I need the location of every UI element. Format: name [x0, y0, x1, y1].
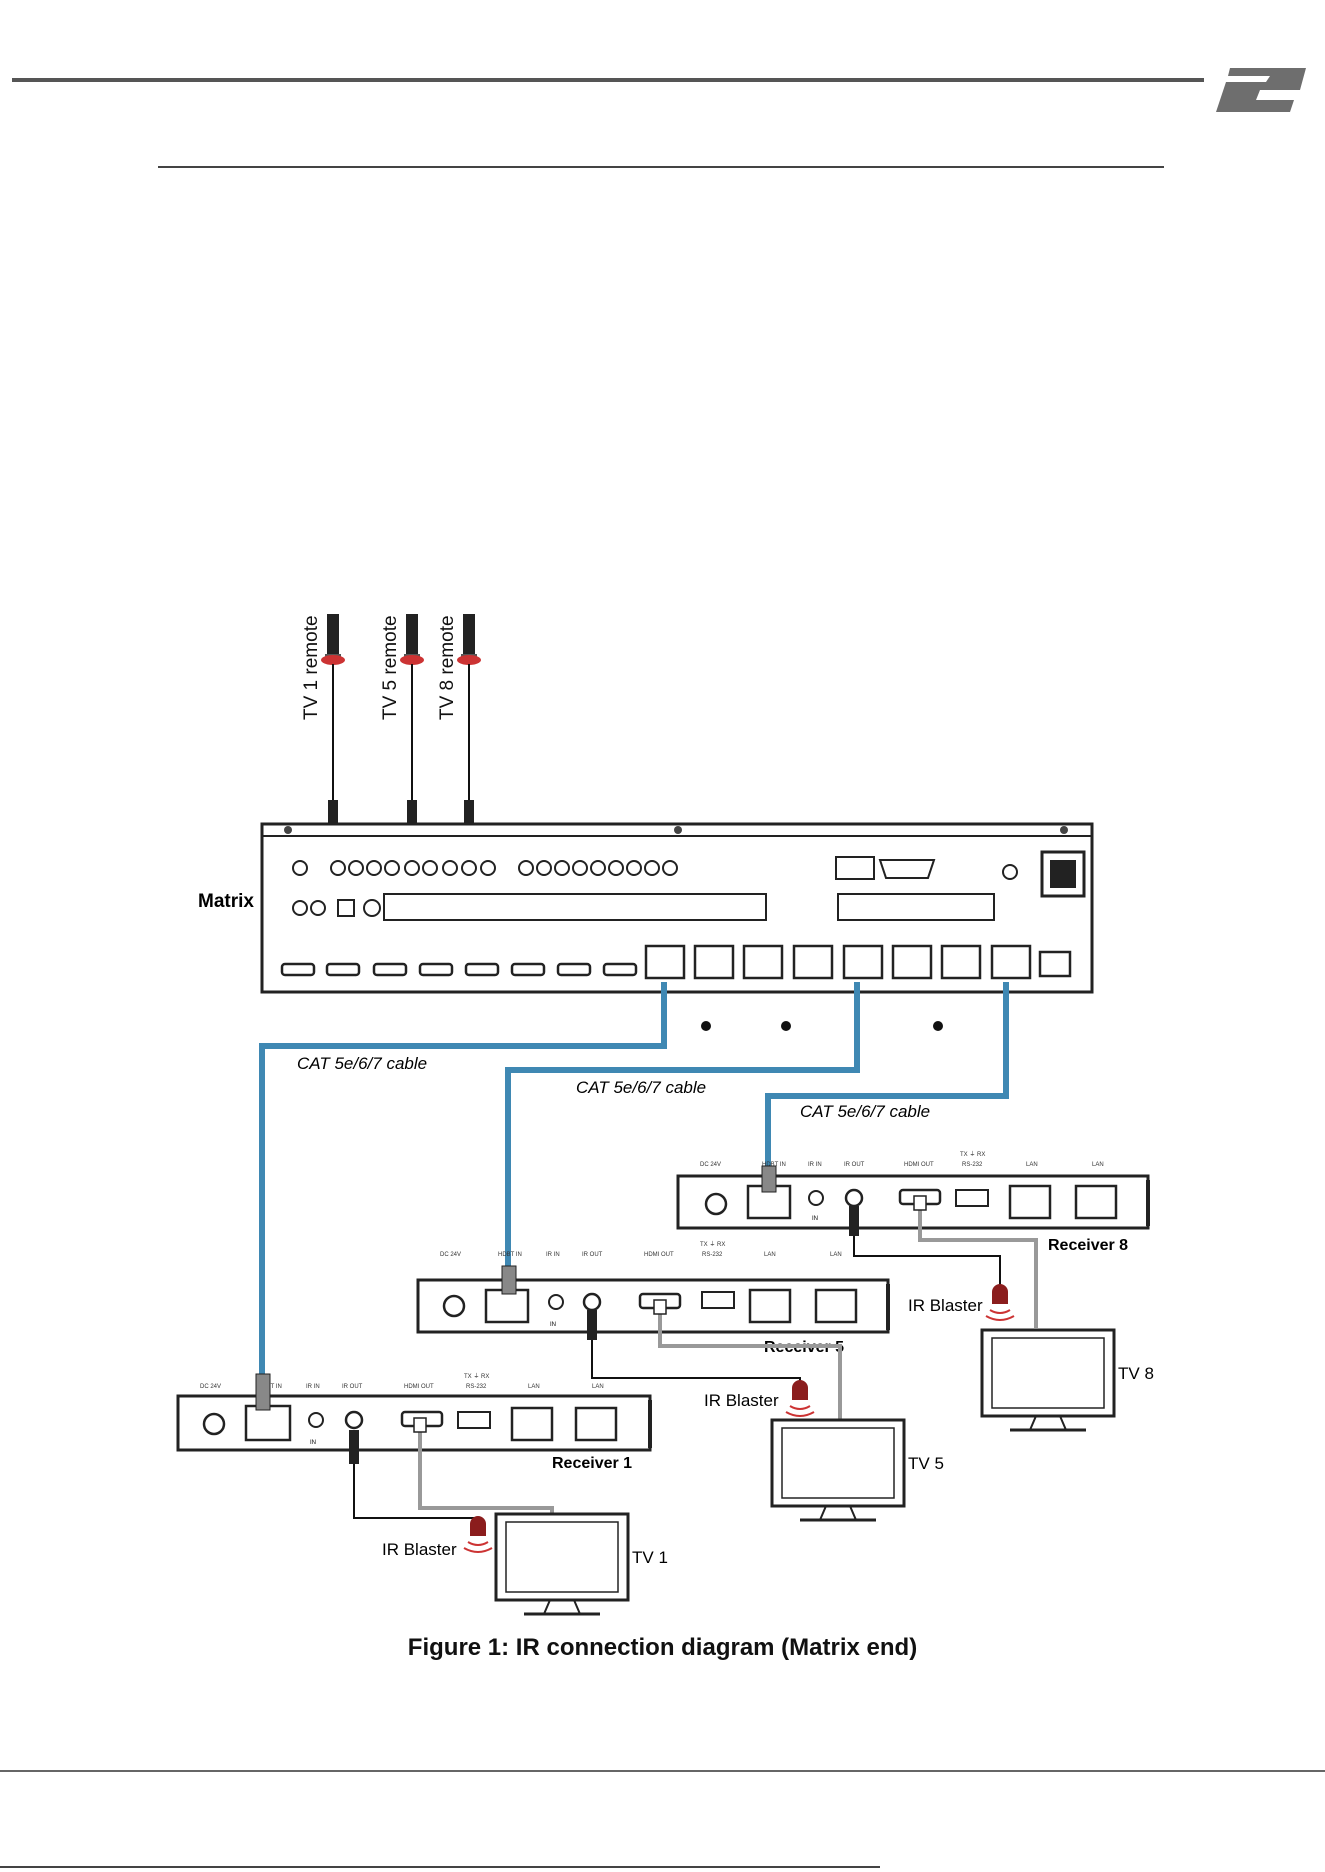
receiver-8: DC 24V HDBT IN IR IN IR OUT HDMI OUT TX … [676, 1151, 1150, 1230]
section-rule [158, 166, 1164, 168]
receiver-5: DC 24V HDBT IN IR IN IR OUT HDMI OUT TX … [416, 1241, 890, 1334]
svg-text:HDBT IN: HDBT IN [498, 1252, 522, 1258]
matrix-label: Matrix [198, 891, 254, 912]
remote-label-tv8: TV 8 remote [437, 615, 458, 720]
svg-text:LAN: LAN [830, 1252, 842, 1258]
svg-text:RS-232: RS-232 [702, 1252, 723, 1258]
header-rule [12, 78, 1204, 82]
svg-text:IN: IN [310, 1440, 316, 1446]
remote-label-tv5: TV 5 remote [380, 615, 401, 720]
cable-label-receiver5: CAT 5e/6/7 cable [576, 1078, 706, 1097]
svg-text:IR IN: IR IN [808, 1162, 822, 1168]
svg-text:LAN: LAN [528, 1384, 540, 1390]
cat-cable-receiver5 [505, 982, 860, 1266]
footer-rule [0, 1770, 1325, 1772]
svg-text:IN: IN [550, 1322, 556, 1328]
svg-text:LAN: LAN [764, 1252, 776, 1258]
svg-text:IR IN: IR IN [546, 1252, 560, 1258]
continuation-dot [701, 1021, 711, 1031]
svg-text:DC 24V: DC 24V [200, 1384, 221, 1390]
svg-text:RS-232: RS-232 [962, 1162, 983, 1168]
matrix-device [260, 822, 1094, 994]
remote-eye-tv8 [457, 614, 481, 832]
cat-cable-receiver8 [765, 982, 1009, 1166]
continuation-dot [781, 1021, 791, 1031]
blaster-label-1: IR Blaster [382, 1540, 457, 1559]
continuation-dot [933, 1021, 943, 1031]
cable-label-receiver8: CAT 5e/6/7 cable [800, 1102, 930, 1121]
svg-text:HDBT IN: HDBT IN [762, 1162, 786, 1168]
remote-eye-tv1 [321, 614, 345, 832]
svg-text:TX ⏚ RX: TX ⏚ RX [464, 1373, 489, 1380]
tv-label-5: TV 5 [908, 1454, 944, 1473]
footer-rule-lower [0, 1866, 880, 1868]
svg-text:LAN: LAN [1026, 1162, 1038, 1168]
matrix-hdbt-outputs [644, 944, 1072, 980]
cat-cable-receiver1 [259, 982, 667, 1374]
cable-label-receiver1: CAT 5e/6/7 cable [297, 1054, 427, 1073]
remote-label-tv1: TV 1 remote [301, 615, 322, 720]
tv-1 [494, 1512, 630, 1616]
svg-text:HDMI OUT: HDMI OUT [904, 1162, 934, 1168]
svg-text:TX ⏚ RX: TX ⏚ RX [960, 1151, 985, 1158]
figure-caption: Figure 1: IR connection diagram (Matrix … [407, 1634, 918, 1661]
matrix-audio-row [292, 893, 995, 921]
matrix-hdmi-inputs [280, 962, 638, 977]
tv-label-8: TV 8 [1118, 1364, 1154, 1383]
svg-text:IR OUT: IR OUT [844, 1162, 865, 1168]
receiver-label-1: Receiver 1 [552, 1455, 632, 1472]
receiver-1: DC 24V HDBT IN IR IN IR OUT HDMI OUT TX … [176, 1373, 652, 1452]
svg-text:LAN: LAN [592, 1384, 604, 1390]
blaster-label-5: IR Blaster [704, 1391, 779, 1410]
hdmi-cables [418, 1204, 1038, 1514]
tv-label-1: TV 1 [632, 1548, 668, 1567]
receiver-label-8: Receiver 8 [1048, 1237, 1128, 1254]
svg-text:RS-232: RS-232 [466, 1384, 487, 1390]
svg-text:DC 24V: DC 24V [440, 1252, 461, 1258]
svg-text:IN: IN [812, 1216, 818, 1222]
svg-text:HDMI OUT: HDMI OUT [404, 1384, 434, 1390]
remote-eye-tv5 [400, 614, 424, 832]
matrix-ir-jack-row [292, 860, 678, 876]
svg-text:LAN: LAN [1092, 1162, 1104, 1168]
svg-text:HDMI OUT: HDMI OUT [644, 1252, 674, 1258]
tv-5 [770, 1418, 906, 1522]
ir-blaster-head-5 [785, 1380, 815, 1417]
svg-text:DC 24V: DC 24V [700, 1162, 721, 1168]
ir-blaster-plugs [349, 1206, 859, 1464]
blaster-label-8: IR Blaster [908, 1296, 983, 1315]
svg-text:TX ⏚ RX: TX ⏚ RX [700, 1241, 725, 1248]
brand-logo [1208, 56, 1318, 116]
tv-8 [980, 1328, 1116, 1432]
svg-text:IR IN: IR IN [306, 1384, 320, 1390]
ir-blaster-head-8 [985, 1284, 1015, 1321]
svg-text:IR OUT: IR OUT [342, 1384, 363, 1390]
ir-blaster-head-1 [463, 1516, 493, 1553]
svg-text:IR OUT: IR OUT [582, 1252, 603, 1258]
cat-cables [259, 982, 1009, 1374]
